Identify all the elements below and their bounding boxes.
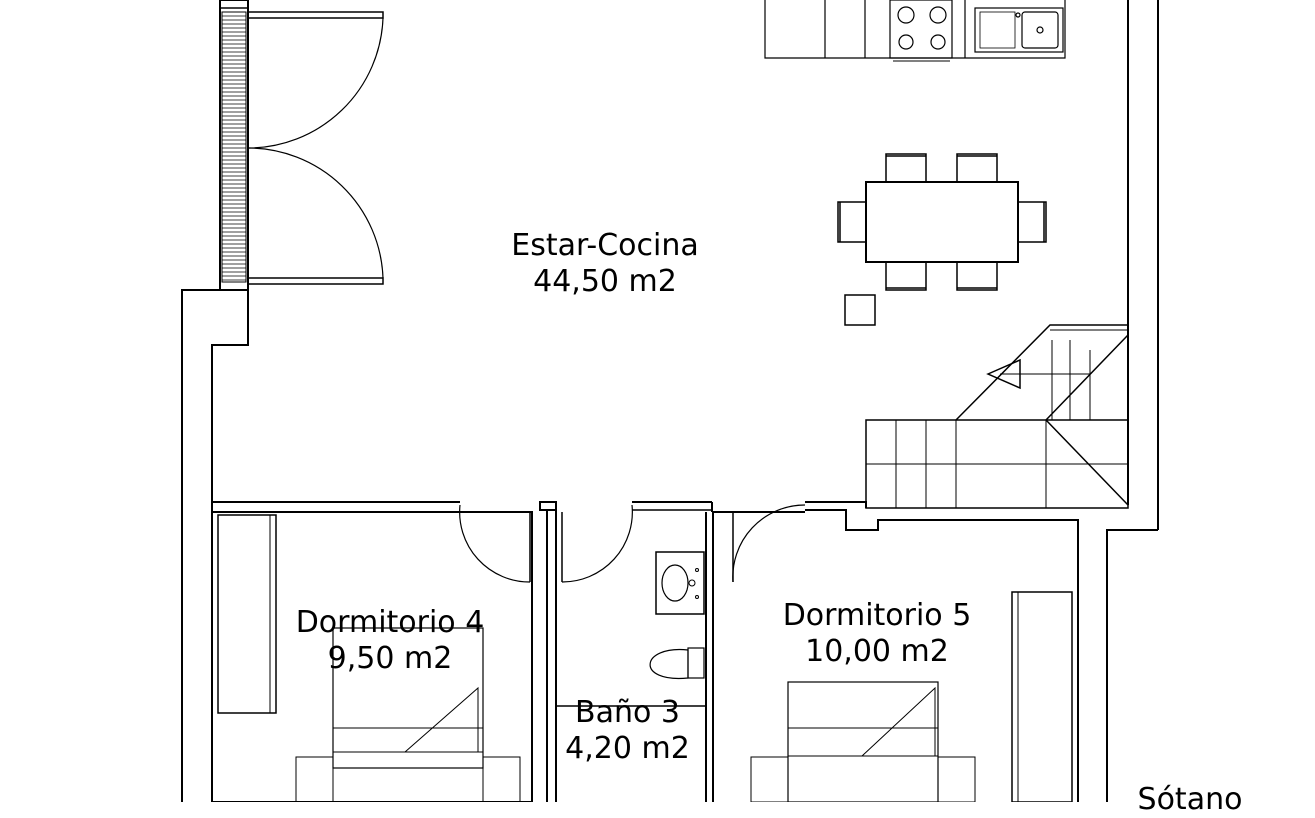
side-table: [844, 294, 876, 326]
dormitorio-4-area: 9,50 m2: [327, 641, 453, 676]
pillar-1: [539, 501, 557, 511]
burner-4: [930, 34, 946, 50]
dormitorio-5-name: Dormitorio 5: [782, 598, 972, 633]
right-step-wall: [1106, 529, 1158, 802]
dorm5-bed: [787, 681, 939, 802]
dorm5-wardrobe: [1011, 591, 1073, 802]
landing-step: [805, 509, 1079, 802]
dorm4-nightstand-left: [295, 756, 334, 802]
dorm4-bed-sheet: [404, 686, 479, 753]
bano-3-area: 4,20 m2: [565, 731, 690, 766]
dorm4-door-swing: [459, 504, 531, 583]
dormitorio-5-area: 10,00 m2: [805, 634, 949, 669]
left-outer-wall: [181, 289, 220, 802]
dormitorio-4: [211, 504, 533, 802]
corridor-wall-right: [805, 501, 867, 508]
kitchen-counter: [764, 0, 1066, 62]
dining-table: [865, 181, 1019, 263]
dormitorio-4-name: Dormitorio 4: [295, 605, 485, 640]
dorm5-nightstand-right: [937, 756, 976, 802]
chair-bottom-left: [885, 261, 927, 291]
burner-2: [929, 6, 947, 24]
door-leaf-top: [247, 11, 384, 19]
dorm4-bed: [332, 627, 484, 769]
chair-top-left: [885, 153, 927, 183]
window-hatch: [221, 11, 247, 283]
sink: [974, 7, 1064, 53]
sink-tap: [1015, 12, 1021, 18]
window-top-cap: [219, 0, 249, 9]
stair-direction-arrow: [986, 358, 1021, 390]
cooktop: [889, 0, 953, 59]
window-hatch-lines: [222, 15, 246, 281]
window-frame: [219, 0, 249, 291]
dining-set: [837, 153, 1047, 326]
door-leaf-bottom: [247, 277, 384, 285]
counter-outline: [764, 0, 1066, 59]
label-dormitorio-4: Dormitorio 4 9,50 m2: [270, 605, 510, 677]
sink-drain: [1036, 26, 1044, 34]
dorm4-wardrobe: [217, 514, 277, 714]
sink-bowl: [1021, 11, 1059, 49]
label-dormitorio-5: Dormitorio 5 10,00 m2: [757, 598, 997, 670]
dorm4-nightstand-right: [482, 756, 521, 802]
burner-3: [898, 34, 914, 50]
stair-upper-flight: [955, 324, 1128, 421]
label-sotano: Sótano: [1125, 782, 1255, 818]
corridor-walls: [212, 501, 1079, 802]
washbasin: [655, 551, 705, 615]
staircase: [865, 324, 1129, 509]
chair-left: [837, 201, 867, 243]
dorm5-bed-sheet: [861, 686, 936, 757]
terrace-doors: [219, 0, 384, 291]
chair-top-right: [956, 153, 998, 183]
sotano-name: Sótano: [1137, 782, 1243, 817]
bano-3-name: Baño 3: [575, 695, 680, 730]
washbasin-bowl: [661, 564, 689, 602]
sink-drainboard: [979, 11, 1016, 49]
chair-right: [1017, 201, 1047, 243]
estar-cocina-name: Estar-Cocina: [511, 228, 699, 263]
door-swing-bottom: [247, 147, 384, 279]
door-swing-top: [247, 17, 384, 149]
chair-bottom-right: [956, 261, 998, 291]
bano-door-swing: [561, 504, 633, 583]
burner-1: [897, 6, 915, 24]
dorm5-door-swing: [732, 504, 806, 583]
label-estar-cocina: Estar-Cocina 44,50 m2: [480, 228, 730, 300]
estar-cocina-area: 44,50 m2: [533, 264, 677, 299]
bano-3: [546, 504, 714, 802]
dorm5-nightstand-left: [750, 756, 789, 802]
dormitorio-5: [713, 504, 1073, 802]
toilet-bowl: [649, 648, 689, 680]
label-bano-3: Baño 3 4,20 m2: [540, 695, 715, 767]
toilet-tank: [687, 647, 705, 679]
